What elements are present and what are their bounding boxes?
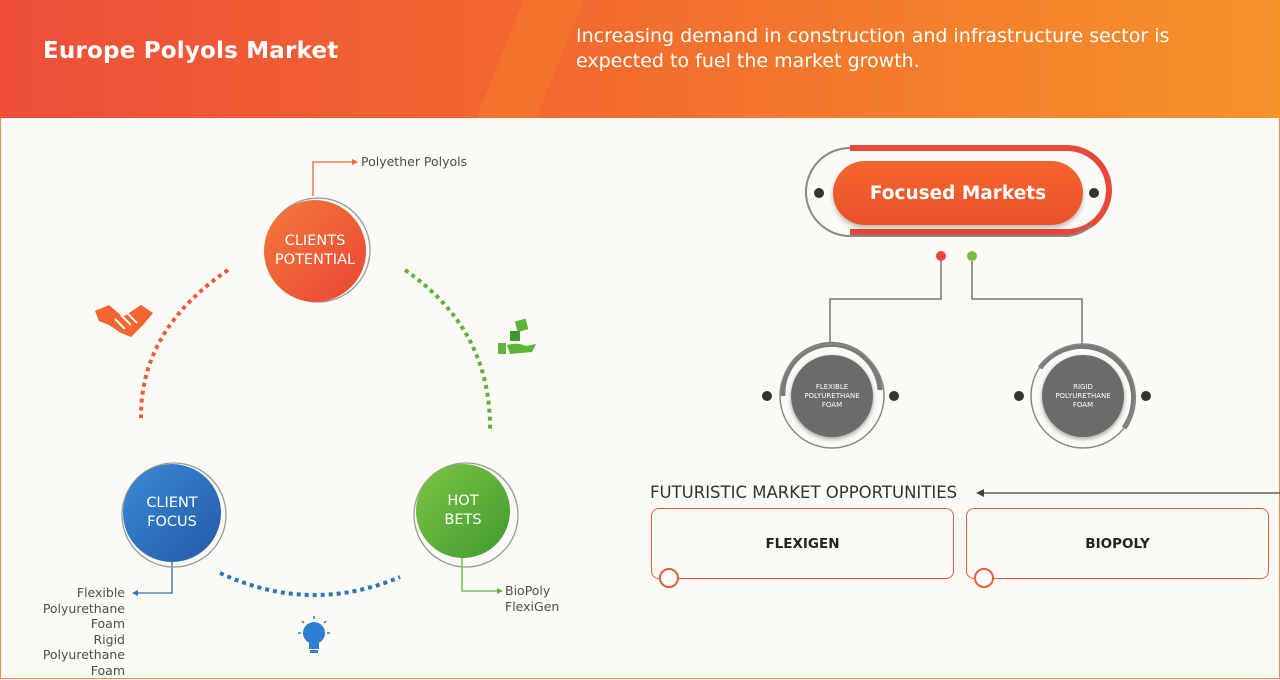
focused-market-line: POLYURETHANE [1055,391,1111,400]
opportunity-marker [974,568,994,588]
client-focus-callout-line: Foam [90,662,125,678]
focused-markets-outer-arc [850,145,1112,235]
hot-bets-line1: HOT [447,493,479,509]
connector-client-focus [138,556,173,594]
hot-bets-line2: BETS [444,512,482,528]
client-focus-callout-line: Foam [90,616,125,631]
client-focus-callout-line: Flexible [76,585,125,600]
focused-market-line: FOAM [821,400,843,409]
focused-market-rigid: RIGID POLYURETHANE FOAM [1042,355,1124,437]
focused-market-line: POLYURETHANE [804,391,860,400]
header-banner: Europe Polyols Market Increasing demand … [0,0,1280,118]
hot-bets-callout: BioPoly FlexiGen [505,583,559,614]
arc-left [138,268,230,419]
connector-clients-potential [312,161,352,196]
client-focus-callout-line: Polyurethane [42,647,125,662]
clients-potential-line2: POTENTIAL [274,252,356,268]
focused-markets-title: Focused Markets [833,161,1083,225]
client-focus-callout: Flexible Polyurethane Foam Rigid Polyure… [20,585,125,678]
opportunity-label: BIOPOLY [1085,535,1150,552]
lightbulb-icon [298,616,330,653]
opportunities-title: FUTURISTIC MARKET OPPORTUNITIES [650,483,958,502]
hot-bets-circle: HOT BETS [416,464,510,558]
opportunity-label: FLEXIGEN [765,535,840,552]
opportunity-box-flexigen: FLEXIGEN [651,508,954,579]
clients-potential-line1: CLIENTS [284,233,346,249]
opportunity-marker [659,568,679,588]
client-focus-line1: CLIENT [146,495,198,511]
page-title: Europe Polyols Market [43,38,339,64]
page-subtitle: Increasing demand in construction and in… [576,25,1170,72]
focused-market-line: FLEXIBLE [815,382,849,391]
arc-bottom [219,571,401,597]
focused-market-line: FOAM [1072,400,1094,409]
focused-market-flexible: FLEXIBLE POLYURETHANE FOAM [791,355,873,437]
focused-markets-inner-arc [805,147,1093,237]
handshake-icon [95,305,153,337]
arc-right [403,268,493,433]
focus-dot-red [936,251,946,261]
focus-dot-green [967,251,977,261]
hot-bets-callout-line: FlexiGen [505,598,560,614]
connector-hot-bets [461,556,497,592]
client-focus-callout-line: Rigid [93,631,125,647]
client-focus-circle: CLIENT FOCUS [123,464,221,562]
client-focus-callout-line: Polyurethane [42,600,125,616]
clients-potential-circle: CLIENTS POTENTIAL [264,200,366,302]
opportunity-box-biopoly: BIOPOLY [966,508,1269,579]
clients-potential-callout: Polyether Polyols [361,154,468,169]
hot-bets-callout-line: BioPoly [505,583,551,598]
client-focus-line2: FOCUS [147,514,197,530]
dice-in-hand-icon [498,318,536,354]
focused-market-line: RIGID [1073,382,1093,391]
